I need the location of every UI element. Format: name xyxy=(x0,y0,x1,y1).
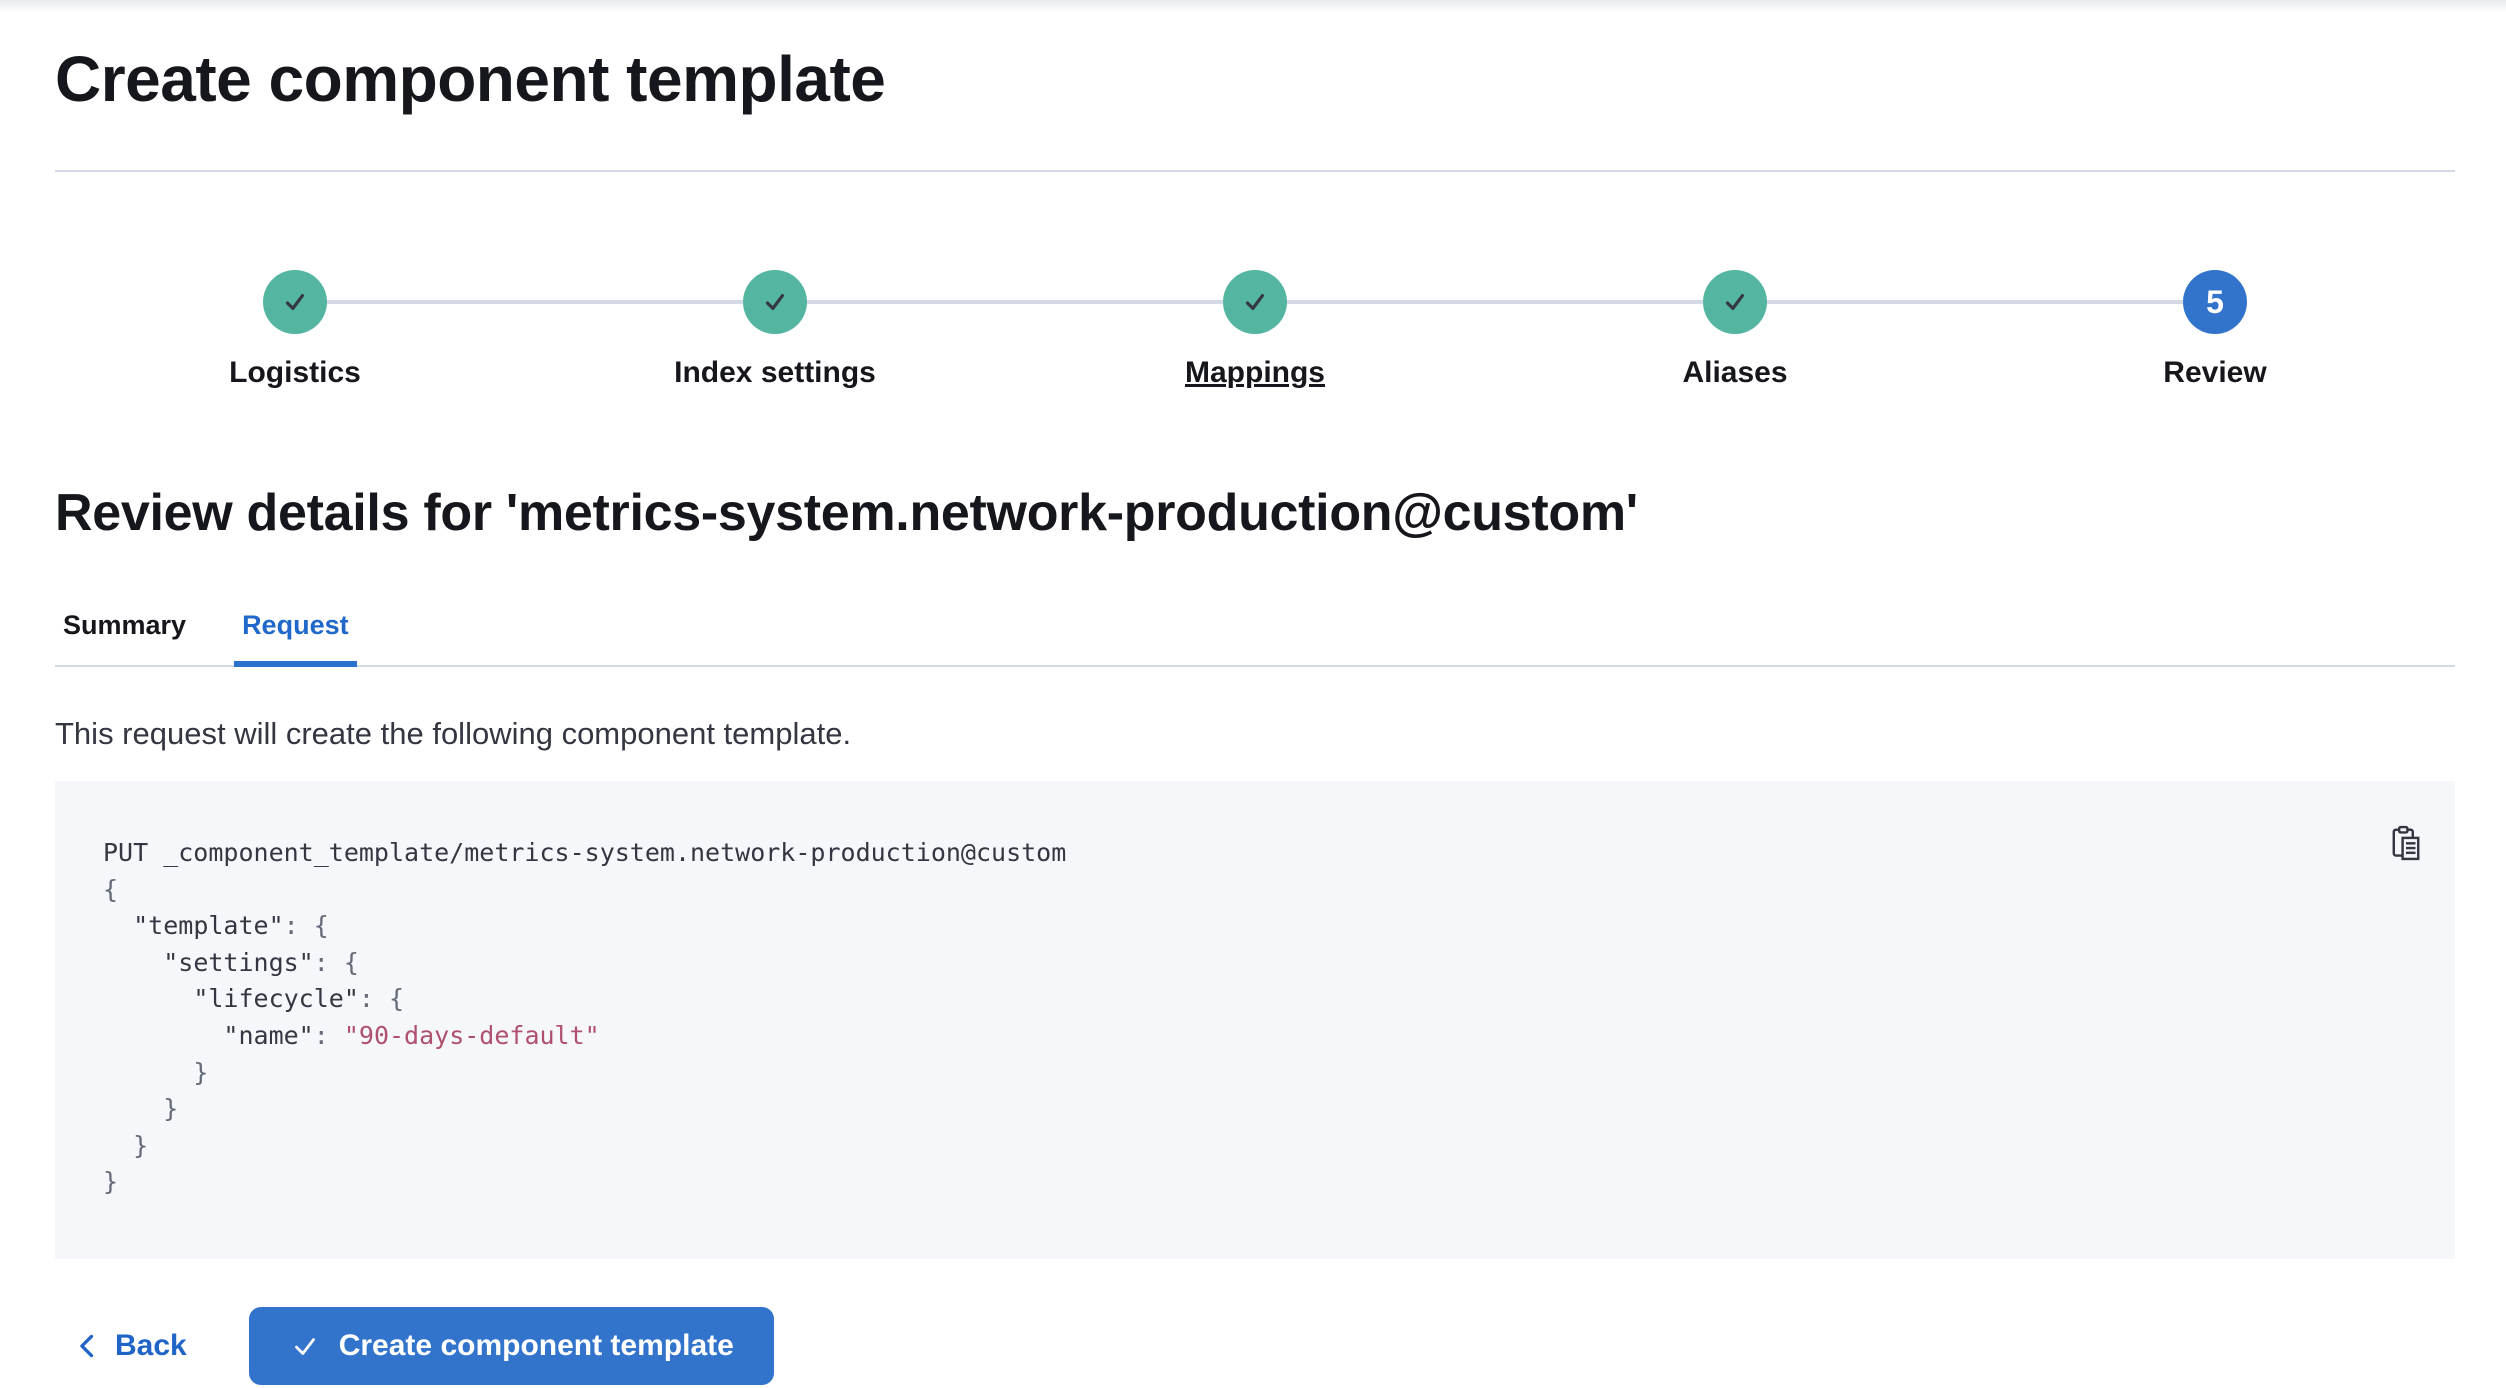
copy-clipboard-icon xyxy=(2392,825,2420,861)
step-review[interactable]: 5 Review xyxy=(1975,270,2455,390)
step-connector xyxy=(1287,300,1495,304)
code-line: } xyxy=(193,1057,209,1087)
tab-summary[interactable]: Summary xyxy=(63,610,187,640)
code-line: { xyxy=(103,874,119,904)
step-complete-circle xyxy=(743,270,807,334)
window-top-edge xyxy=(0,0,2506,12)
step-connector xyxy=(1767,300,1975,304)
code-line: } xyxy=(163,1094,179,1124)
step-complete-circle xyxy=(1223,270,1287,334)
create-button-label: Create component template xyxy=(338,1329,734,1362)
title-divider xyxy=(55,170,2455,172)
back-button-label: Back xyxy=(115,1329,187,1362)
code-line: "lifecycle": { xyxy=(193,984,405,1014)
tab-request[interactable]: Request xyxy=(234,610,357,667)
code-line: "name": "90-days-default" xyxy=(223,1020,600,1050)
check-icon xyxy=(765,294,785,310)
request-code-block: PUT _component_template/metrics-system.n… xyxy=(55,781,2455,1259)
chevron-left-icon xyxy=(80,1334,94,1358)
step-complete-circle xyxy=(1703,270,1767,334)
step-connector xyxy=(1975,300,2183,304)
back-button[interactable]: Back xyxy=(55,1329,207,1363)
step-connector xyxy=(535,300,743,304)
create-component-template-button[interactable]: Create component template xyxy=(248,1307,774,1385)
page-content: Create component template Logistics xyxy=(0,40,2506,1385)
code-line: PUT _component_template/metrics-system.n… xyxy=(103,838,1067,867)
step-complete-circle xyxy=(263,270,327,334)
request-code: PUT _component_template/metrics-system.n… xyxy=(103,835,2407,1201)
step-label: Aliases xyxy=(1682,356,1788,389)
review-heading: Review details for 'metrics-system.netwo… xyxy=(55,484,1638,542)
step-index-settings[interactable]: Index settings xyxy=(535,270,1015,390)
step-mappings[interactable]: Mappings xyxy=(1015,270,1495,390)
footer-actions: Back Create component template xyxy=(55,1307,2455,1385)
code-line: } xyxy=(133,1130,149,1160)
step-aliases[interactable]: Aliases xyxy=(1495,270,1975,390)
copy-to-clipboard-button[interactable] xyxy=(2383,819,2429,872)
step-label: Review xyxy=(2163,356,2267,389)
wizard-stepper: Logistics Index settings xyxy=(55,270,2455,390)
step-current-circle: 5 xyxy=(2183,270,2247,334)
check-icon xyxy=(294,1338,315,1355)
step-logistics[interactable]: Logistics xyxy=(55,270,535,390)
page-title: Create component template xyxy=(55,43,886,115)
check-icon xyxy=(1725,294,1745,310)
step-connector xyxy=(1015,300,1223,304)
code-line: "settings": { xyxy=(163,947,359,977)
check-icon xyxy=(1245,294,1265,310)
step-connector xyxy=(807,300,1015,304)
step-connector xyxy=(1495,300,1703,304)
step-label: Index settings xyxy=(674,356,876,389)
step-label: Mappings xyxy=(1185,356,1325,389)
code-line: } xyxy=(103,1167,119,1197)
review-tabs: Summary Request xyxy=(55,610,2455,667)
step-connector xyxy=(327,300,535,304)
check-icon xyxy=(285,294,305,310)
step-number: 5 xyxy=(2206,283,2224,320)
code-line: "template": { xyxy=(133,911,329,941)
request-description: This request will create the following c… xyxy=(55,716,852,751)
step-label: Logistics xyxy=(229,356,361,389)
